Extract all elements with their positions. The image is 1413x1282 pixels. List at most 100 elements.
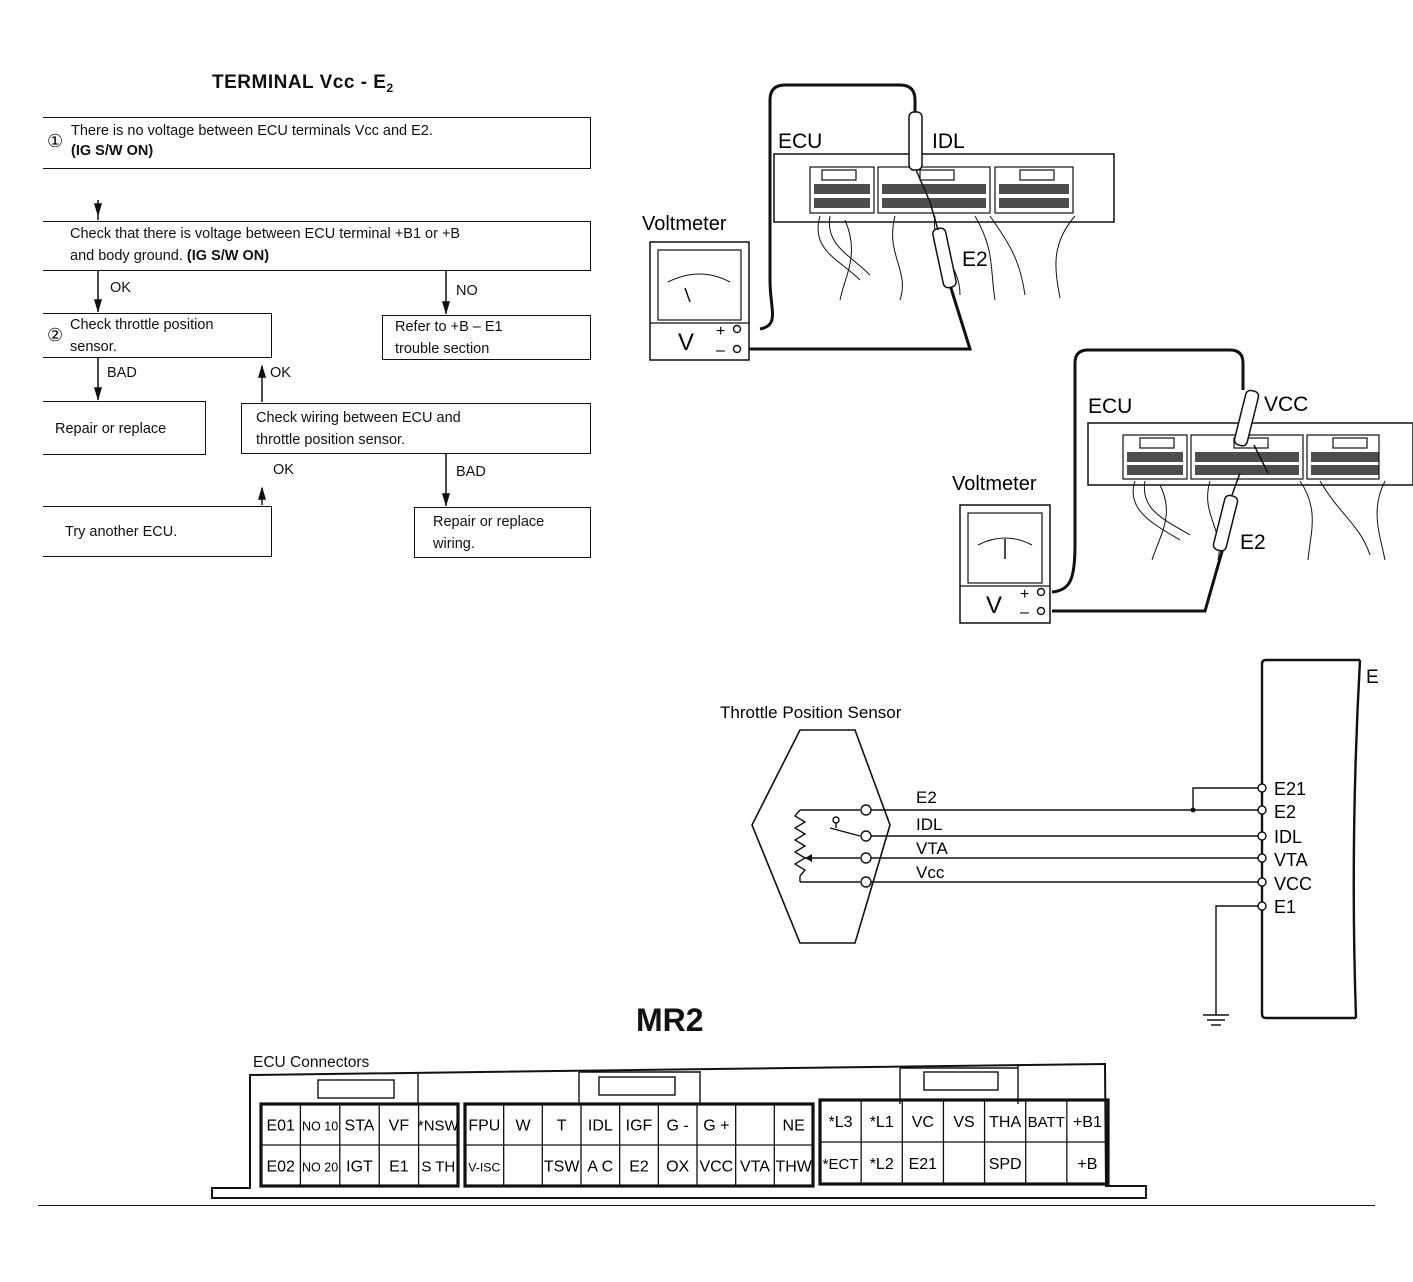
- bad-label-2: BAD: [456, 464, 486, 480]
- connector-pin: *L3: [829, 1114, 853, 1131]
- ok-label-1: OK: [110, 280, 131, 296]
- repair-wiring-line1: Repair or replace: [433, 514, 545, 530]
- minus-label-1: –: [716, 342, 725, 359]
- connector-pin: E21: [909, 1156, 938, 1173]
- connector-pin: VF: [389, 1118, 410, 1135]
- circuit-drawing: Throttle Position Sensor: [720, 658, 1379, 1026]
- probe-bottom-label-1: E2: [962, 248, 988, 271]
- flowchart-arrows: [93, 200, 451, 507]
- connector-pin: W: [515, 1118, 531, 1135]
- refer-line2: trouble section: [395, 341, 490, 357]
- step2-box: ② Check throttle position sensor.: [43, 313, 272, 358]
- probe-bottom-label-2: E2: [1240, 531, 1266, 554]
- check-wiring-line2: throttle position sensor.: [256, 432, 406, 448]
- meter-diagram-2-drawing: ECU VCC E2 Voltmeter V + –: [952, 348, 1413, 624]
- wire-label-vcc: Vcc: [916, 863, 945, 882]
- connector-pin: IGF: [626, 1118, 653, 1135]
- connector-pin: +B: [1077, 1156, 1097, 1173]
- connector-pin: IGT: [346, 1159, 373, 1176]
- connector-pin: THA: [989, 1114, 1021, 1131]
- connector-pin: E1: [389, 1159, 409, 1176]
- connector-pin: THW: [775, 1159, 812, 1176]
- connector-pin: G +: [703, 1118, 729, 1135]
- repair-replace-text: Repair or replace: [55, 421, 167, 437]
- v-label-2: V: [986, 592, 1002, 619]
- connector-pin: VS: [953, 1114, 974, 1131]
- connector-pin: VTA: [740, 1159, 770, 1176]
- step2-number: ②: [47, 325, 64, 345]
- connector-pin: SPD: [989, 1156, 1022, 1173]
- flowchart-title: TERMINAL Vcc - E2: [212, 72, 394, 95]
- connector-pin: TSW: [544, 1159, 580, 1176]
- connector-pin: E01: [266, 1118, 295, 1135]
- v-label-1: V: [678, 329, 694, 356]
- check-wiring-line1: Check wiring between ECU and: [256, 410, 461, 426]
- terminal-e2: E2: [1274, 802, 1296, 822]
- check-voltage-line1: Check that there is voltage between ECU …: [70, 226, 461, 242]
- check-voltage-line2: and body ground. (IG S/W ON): [70, 245, 590, 267]
- title-main: TERMINAL Vcc - E: [212, 72, 387, 93]
- connector-pin: G -: [667, 1118, 689, 1135]
- sensor-label: Throttle Position Sensor: [720, 703, 902, 722]
- probe-top-label-2: VCC: [1264, 393, 1308, 416]
- repair-wiring-line2: wiring.: [433, 536, 475, 552]
- connector-pin: T: [557, 1118, 567, 1135]
- repair-replace-box: Repair or replace: [43, 401, 206, 455]
- connector-pin: OX: [666, 1159, 689, 1176]
- check-wiring-box: Check wiring between ECU and throttle po…: [241, 403, 591, 454]
- try-ecu-text: Try another ECU.: [65, 524, 178, 540]
- connector-pin: FPU: [468, 1118, 500, 1135]
- connector-pin: E02: [266, 1159, 295, 1176]
- step1-box: ① There is no voltage between ECU termin…: [43, 117, 591, 169]
- bottom-rule: [38, 1205, 1375, 1206]
- ecu-cut-label: E: [1366, 667, 1379, 688]
- check-voltage-box: Check that there is voltage between ECU …: [43, 221, 591, 271]
- terminal-idl: IDL: [1274, 827, 1302, 847]
- plus-label-2: +: [1020, 586, 1029, 603]
- ecu-connectors-label: ECU Connectors: [253, 1054, 370, 1071]
- meter-diagram-1-drawing: ECU IDL E2 Voltmeter V + –: [642, 83, 1115, 361]
- ecu-label-1: ECU: [778, 130, 822, 153]
- step1-line2: (IG S/W ON): [71, 143, 154, 159]
- connector-pin: E2: [629, 1159, 649, 1176]
- try-ecu-box: Try another ECU.: [43, 506, 272, 557]
- connector-pin: +B1: [1073, 1114, 1102, 1131]
- connector-pin: STA: [345, 1118, 375, 1135]
- connector-pin: NO 10: [302, 1120, 338, 1134]
- connector-pin: *ECT: [823, 1156, 859, 1173]
- mr2-heading: MR2: [636, 1002, 704, 1038]
- terminal-e21: E21: [1274, 779, 1306, 799]
- bad-label-1: BAD: [107, 365, 137, 381]
- connector-pin: *L2: [870, 1156, 894, 1173]
- voltmeter-label-2: Voltmeter: [952, 473, 1037, 495]
- connector-pin: NO 20: [302, 1161, 338, 1175]
- connector-pin: NE: [783, 1118, 805, 1135]
- step1-number: ①: [47, 131, 64, 151]
- refer-box: Refer to +B – E1 trouble section: [382, 315, 591, 360]
- connector-pin: *L1: [870, 1114, 894, 1131]
- connector-pin: A C: [587, 1159, 613, 1176]
- wire-label-vta: VTA: [916, 839, 948, 858]
- ok-label-2: OK: [270, 365, 291, 381]
- check-voltage-line2a: and body ground.: [70, 248, 187, 264]
- terminal-vta: VTA: [1274, 850, 1308, 870]
- minus-label-2: –: [1020, 604, 1029, 621]
- no-label-1: NO: [456, 283, 478, 299]
- connector-pin: V-ISC: [468, 1161, 500, 1175]
- ecu-label-2: ECU: [1088, 395, 1132, 418]
- plus-label-1: +: [716, 323, 725, 340]
- terminal-vcc: VCC: [1274, 874, 1312, 894]
- refer-line1: Refer to +B – E1: [395, 319, 503, 335]
- title-sub: 2: [386, 81, 394, 95]
- voltmeter-label-1: Voltmeter: [642, 213, 727, 235]
- connector-pin: S TH: [421, 1159, 455, 1176]
- connector-pin: BATT: [1028, 1114, 1065, 1131]
- repair-wiring-box: Repair or replace wiring.: [414, 507, 591, 558]
- probe-top-label-1: IDL: [932, 130, 965, 153]
- connector-pin: VC: [912, 1114, 934, 1131]
- connector-right-block: *L3 *L1 VC VS THA BATT +B1 *ECT *L2 E21 SPD +B: [818, 1098, 1110, 1186]
- step1-line1: There is no voltage between ECU terminal…: [71, 123, 433, 139]
